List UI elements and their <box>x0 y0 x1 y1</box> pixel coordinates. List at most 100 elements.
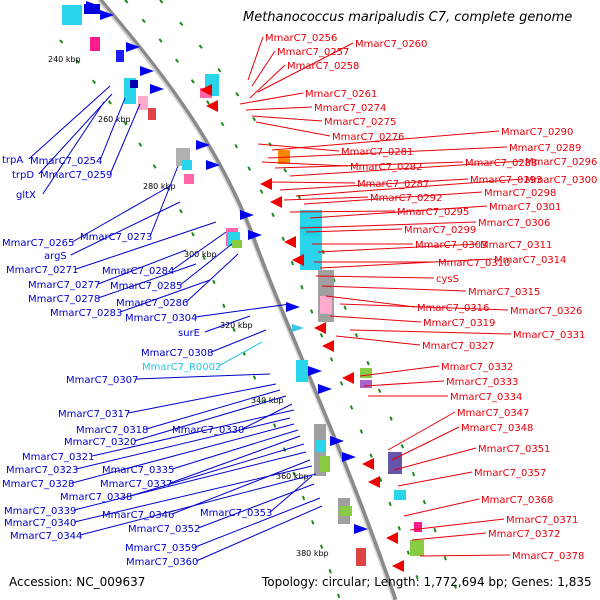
gene-label-reverse: MmarC7_0308 <box>141 348 213 359</box>
gene-label-reverse: MmarC7_0346 <box>102 510 174 521</box>
gene-label-reverse: MmarC7_0283 <box>50 308 122 319</box>
leader-line-left <box>38 93 113 175</box>
leader-line-right <box>261 161 349 167</box>
gene-label-forward: MmarC7_0282 <box>350 162 422 173</box>
gene-label-forward: MmarC7_0315 <box>468 287 540 298</box>
leader-line-right <box>411 532 487 541</box>
gene-label-reverse: MmarC7_0335 <box>102 465 174 476</box>
leader-line-left <box>74 451 307 511</box>
gene-label-reverse: MmarC7_0339 <box>4 506 76 517</box>
forward-track-dashes <box>124 0 426 600</box>
gene-label-forward: MmarC7_0300 <box>525 175 597 186</box>
leader-line-right <box>409 518 505 531</box>
leader-line-left <box>80 473 317 536</box>
gene-label-forward: MmarC7_0299 <box>404 225 476 236</box>
gene-label-forward: MmarC7_0319 <box>423 318 495 329</box>
gene-label-reverse: MmarC7_0278 <box>28 294 100 305</box>
gene-label-forward: MmarC7_0287 <box>357 179 429 190</box>
leader-line-right <box>317 243 479 253</box>
leader-line-right <box>247 36 264 81</box>
gene-label-reverse: trpA <box>2 155 23 166</box>
leader-line-right <box>289 210 396 213</box>
gene-label-reverse: MmarC7_0254 <box>30 156 102 167</box>
gene-label-reverse: trpD <box>12 170 34 181</box>
gene-label-reverse: surE <box>178 328 200 339</box>
gene-label-reverse: gltX <box>16 190 36 201</box>
gene-label-forward: MmarC7_0316 <box>417 303 489 314</box>
leader-line-left <box>28 85 111 160</box>
gene-label-forward: MmarC7_0378 <box>512 551 584 562</box>
leader-line-left <box>179 243 233 286</box>
leader-line-left <box>198 483 315 529</box>
leader-line-left <box>74 465 313 523</box>
leader-line-right <box>349 329 512 335</box>
gene-label-reverse: MmarC7_0323 <box>6 465 78 476</box>
leader-line-left <box>211 329 267 353</box>
leader-line-left <box>76 221 217 270</box>
leader-line-left <box>149 165 179 237</box>
leader-line-left <box>195 497 321 548</box>
gene-label-forward: MmarC7_0326 <box>510 306 582 317</box>
scale-tick-240: 240 kbp <box>48 55 81 64</box>
leader-line-right <box>283 196 369 201</box>
gene-label-forward: MmarC7_0257 <box>277 47 349 58</box>
scale-tick-260: 260 kbp <box>98 115 131 124</box>
leader-line-right <box>387 411 456 451</box>
leader-line-right <box>329 315 422 323</box>
gene-label-forward: MmarC7_0327 <box>422 341 494 352</box>
leader-line-right <box>255 121 331 137</box>
leader-line-right <box>295 178 524 197</box>
gene-label-reverse: MmarC7_0318 <box>76 425 148 436</box>
leader-line-right <box>251 50 276 87</box>
gene-label-forward: MmarC7_0289 <box>509 143 581 154</box>
leader-line-right <box>257 42 354 93</box>
leader-line-left <box>171 231 227 271</box>
leader-line-right <box>303 191 483 205</box>
leader-line-left <box>99 97 126 161</box>
leader-line-left <box>92 409 295 457</box>
leader-line-left <box>170 435 301 484</box>
gene-label-reverse: MmarC7_0330 <box>172 425 244 436</box>
leader-line-left <box>136 373 271 380</box>
gene-label-reverse: MmarC7_0304 <box>125 313 197 324</box>
gene-label-forward: MmarC7_0256 <box>265 33 337 44</box>
leader-line-left <box>172 429 299 470</box>
gene-label-reverse: MmarC7_0284 <box>102 266 174 277</box>
gene-label-forward: MmarC7_0332 <box>441 362 513 373</box>
leader-line-right <box>325 295 416 308</box>
topology-text: Topology: circular; Length: 1,772,694 bp… <box>262 575 592 589</box>
gene-label-reverse: MmarC7_0317 <box>58 409 130 420</box>
gene-label-forward: MmarC7_0351 <box>478 444 550 455</box>
leader-line-left <box>204 315 251 333</box>
gene-label-reverse: argS <box>44 251 67 262</box>
gene-label-forward: MmarC7_0275 <box>324 117 396 128</box>
leader-line-right <box>239 92 304 105</box>
scale-tick-300: 300 kbp <box>184 250 217 259</box>
scale-tick-360: 360 kbp <box>276 472 309 481</box>
gene-label-forward: MmarC7_0261 <box>305 89 377 100</box>
gene-label-forward: MmarC7_0310 <box>438 258 510 269</box>
gene-label-forward: MmarC7_0371 <box>506 515 578 526</box>
gene-label-reverse: MmarC7_0320 <box>64 437 136 448</box>
scale-tick-320: 320 kbp <box>220 321 253 330</box>
leader-lines-left <box>28 85 323 562</box>
gene-label-forward: MmarC7_0306 <box>478 218 550 229</box>
gene-label-forward: MmarC7_0331 <box>513 330 585 341</box>
leader-line-right <box>315 275 435 279</box>
gene-label-forward: MmarC7_0334 <box>450 392 522 403</box>
leader-line-right <box>339 303 509 311</box>
gene-label-forward: MmarC7_0357 <box>474 468 546 479</box>
gene-label-reverse: MmarC7_0273 <box>80 232 152 243</box>
leader-line-left <box>120 279 211 313</box>
gene-label-reverse: MmarC7_0277 <box>28 280 100 291</box>
gene-label-reverse: MmarC7_0321 <box>22 452 94 463</box>
gene-label-reverse: MmarC7_0286 <box>116 298 188 309</box>
leader-line-left <box>109 103 141 175</box>
gene-label-forward: MmarC7_0293 <box>470 175 542 186</box>
gene-label-forward: MmarC7_0281 <box>341 147 413 158</box>
leader-line-right <box>309 205 488 219</box>
gene-label-forward: MmarC7_0368 <box>481 495 553 506</box>
gene-label-forward: cysS <box>436 274 459 285</box>
